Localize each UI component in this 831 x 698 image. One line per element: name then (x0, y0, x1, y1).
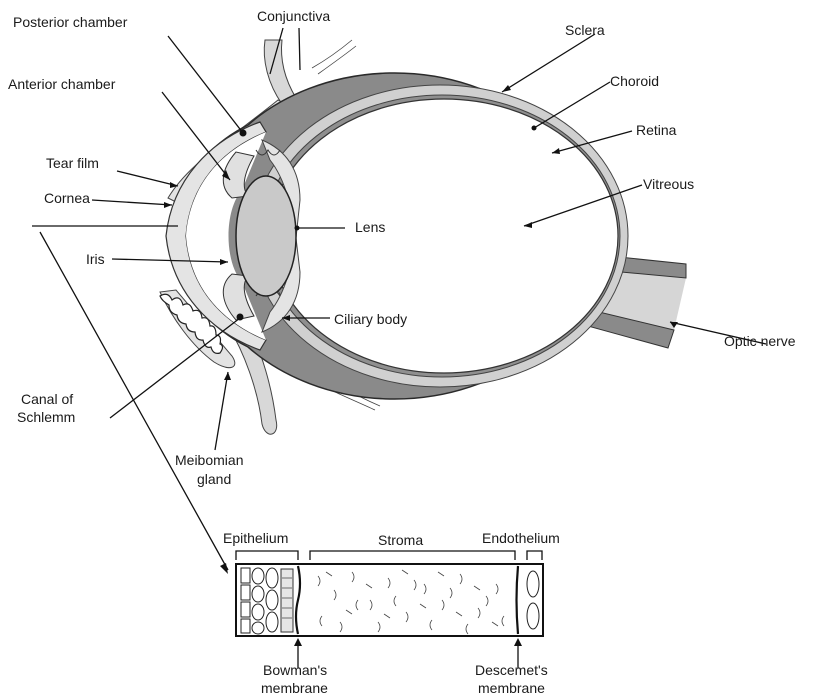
label-descemets-line2: membrane (478, 680, 545, 696)
lens-shape (236, 176, 296, 296)
label-tear-film: Tear film (46, 155, 99, 171)
endothelium-bracket (527, 551, 542, 560)
label-canal-of-schlemm-line1: Canal of (21, 391, 73, 407)
label-retina: Retina (636, 122, 677, 138)
label-lens: Lens (355, 219, 385, 235)
label-meibomian-line1: Meibomian (175, 452, 243, 468)
vitreous-body (270, 99, 618, 373)
label-optic-nerve: Optic nerve (724, 333, 796, 349)
label-choroid: Choroid (610, 73, 659, 89)
label-iris: Iris (86, 251, 105, 267)
stroma-bracket (310, 551, 515, 560)
label-conjunctiva: Conjunctiva (257, 8, 330, 24)
label-canal-of-schlemm-line2: Schlemm (17, 409, 75, 425)
label-cornea: Cornea (44, 190, 90, 206)
label-posterior-chamber: Posterior chamber (13, 14, 128, 30)
cornea-cross-section: Epithelium Stroma Endothelium (223, 530, 560, 696)
epithelium-bracket (236, 551, 298, 560)
label-bowmans-line1: Bowman's (263, 662, 327, 678)
label-vitreous: Vitreous (643, 176, 694, 192)
label-endothelium: Endothelium (482, 530, 560, 546)
label-stroma: Stroma (378, 532, 423, 548)
label-bowmans-line2: membrane (261, 680, 328, 696)
label-descemets-line1: Descemet's (475, 662, 548, 678)
label-meibomian-line2: gland (197, 471, 231, 487)
label-epithelium: Epithelium (223, 530, 288, 546)
label-anterior-chamber: Anterior chamber (8, 76, 116, 92)
label-ciliary-body: Ciliary body (334, 311, 407, 327)
label-sclera: Sclera (565, 22, 605, 38)
